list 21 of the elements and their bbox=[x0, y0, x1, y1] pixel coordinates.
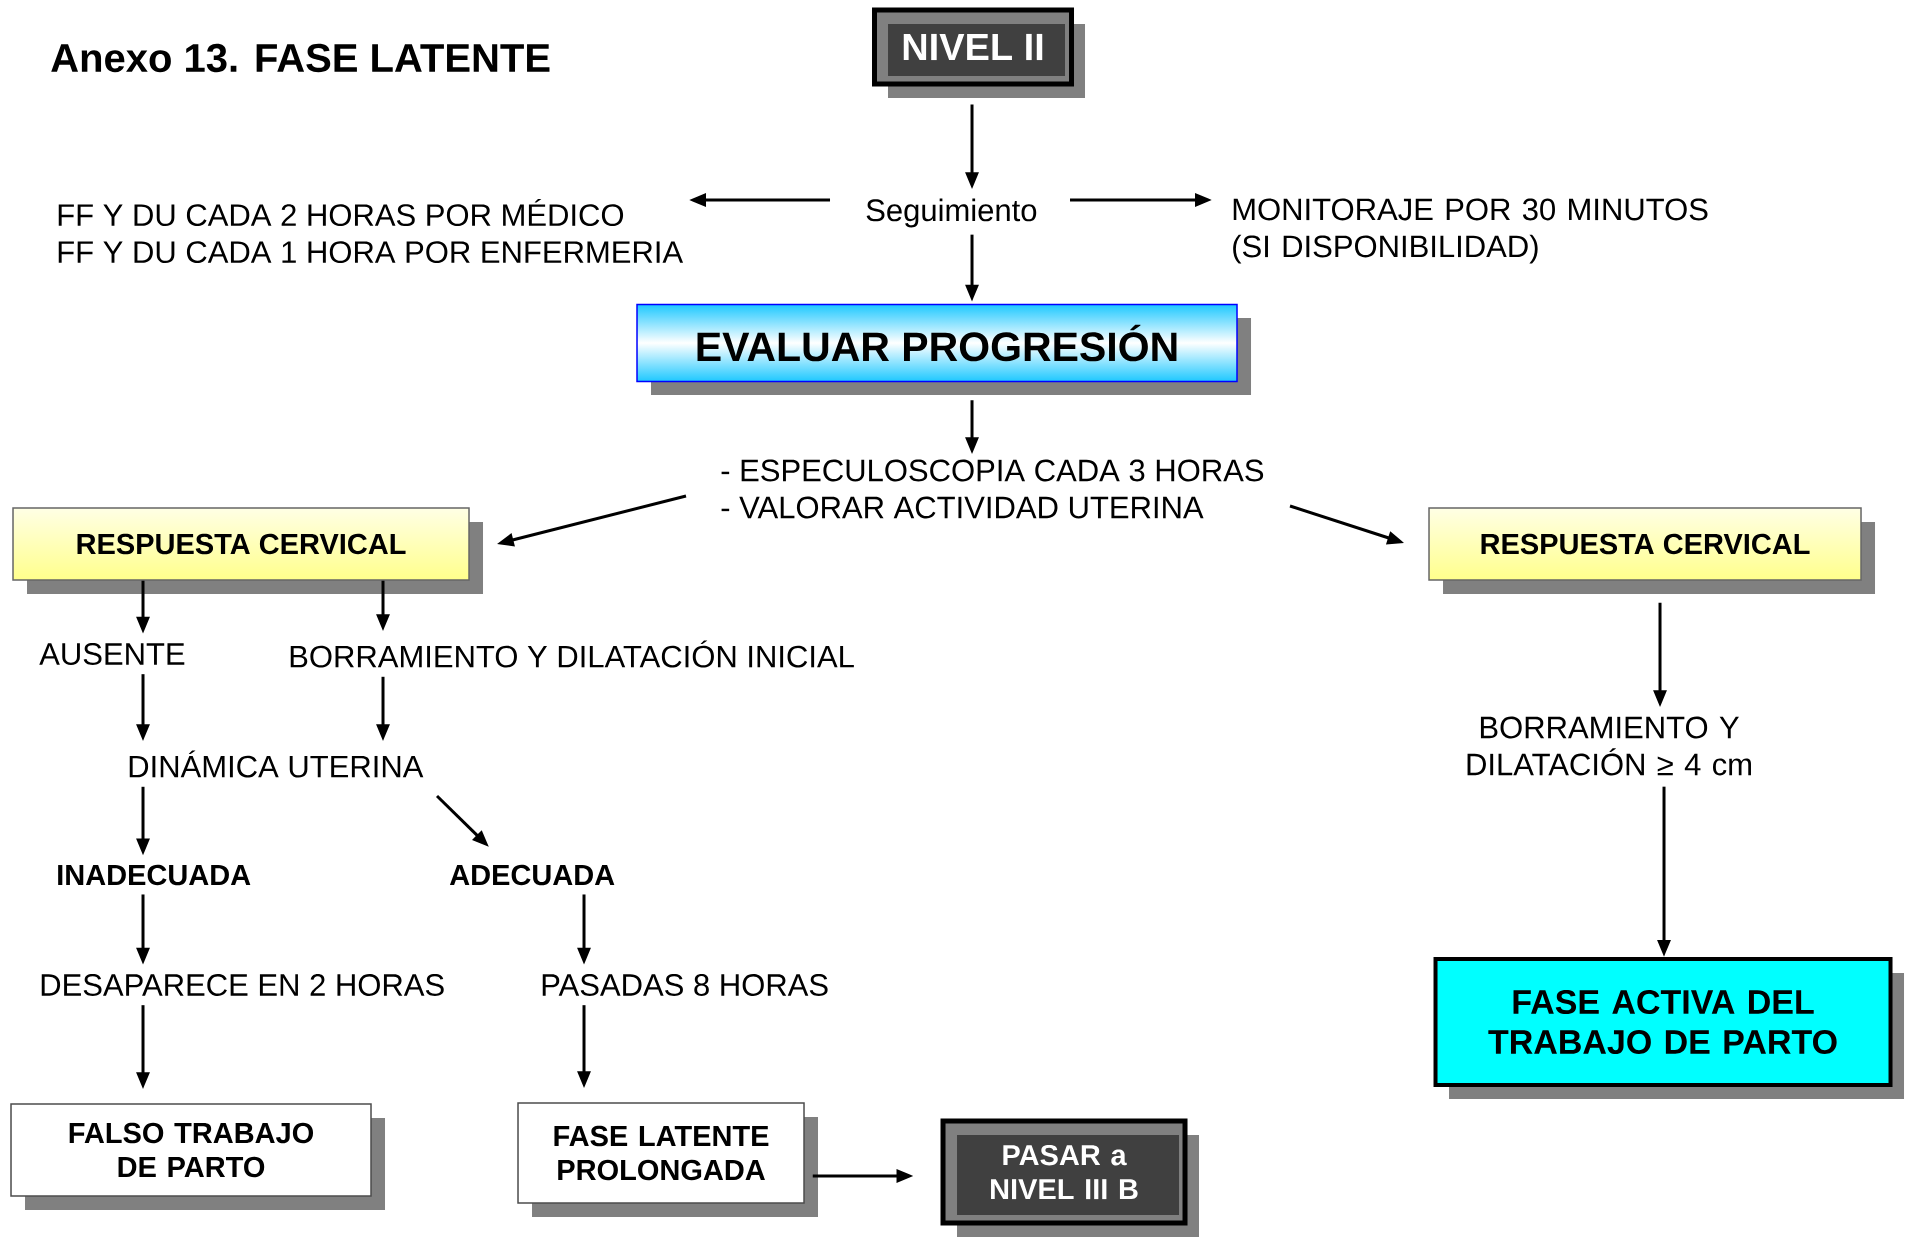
step-text: AUSENTE bbox=[39, 643, 185, 665]
title: Anexo 13. FASE LATENTE bbox=[51, 43, 550, 73]
step-text: BORRAMIENTO Y DILATACIÓN INICIAL bbox=[290, 640, 854, 668]
process-box: EVALUAR PROGRESIÓN bbox=[636, 303, 1251, 395]
level-box: PASAR a NIVEL III B bbox=[940, 1118, 1199, 1237]
response-box: RESPUESTA CERVICAL bbox=[12, 507, 483, 594]
step-text: FF Y DU CADA 2 HORAS POR MÉDICO FF Y DU CADA 1 HORA POR ENFERMERIA bbox=[58, 198, 684, 264]
step-text: DESAPARECE EN 2 HORAS bbox=[41, 974, 444, 996]
step-text: - ESPECULOSCOPIA CADA 3 HORAS - VALORAR ACTIVIDAD UTERINA bbox=[721, 459, 1264, 519]
level-box: NIVEL II bbox=[872, 7, 1085, 98]
step-text: Seguimiento bbox=[866, 198, 1037, 228]
step-text: BORRAMIENTO Y DILATACIÓN ≥ 4 cm bbox=[1467, 716, 1751, 776]
response-box: RESPUESTA CERVICAL bbox=[1428, 507, 1875, 594]
result-box: FALSO TRABAJO DE PARTO bbox=[10, 1103, 385, 1210]
step-text: PASADAS 8 HORAS bbox=[542, 974, 828, 996]
result-box: FASE LATENTE PROLONGADA bbox=[517, 1102, 818, 1217]
result-box: FASE ACTIVA DEL TRABAJO DE PARTO bbox=[1433, 957, 1904, 1099]
outcome-text: INADECUADA bbox=[58, 864, 251, 886]
outcome-text: ADECUADA bbox=[449, 864, 615, 886]
step-text: DINÁMICA UTERINA bbox=[129, 750, 424, 778]
step-text: MONITORAJE POR 30 MINUTOS (SI DISPONIBILIDAD) bbox=[1233, 198, 1708, 264]
